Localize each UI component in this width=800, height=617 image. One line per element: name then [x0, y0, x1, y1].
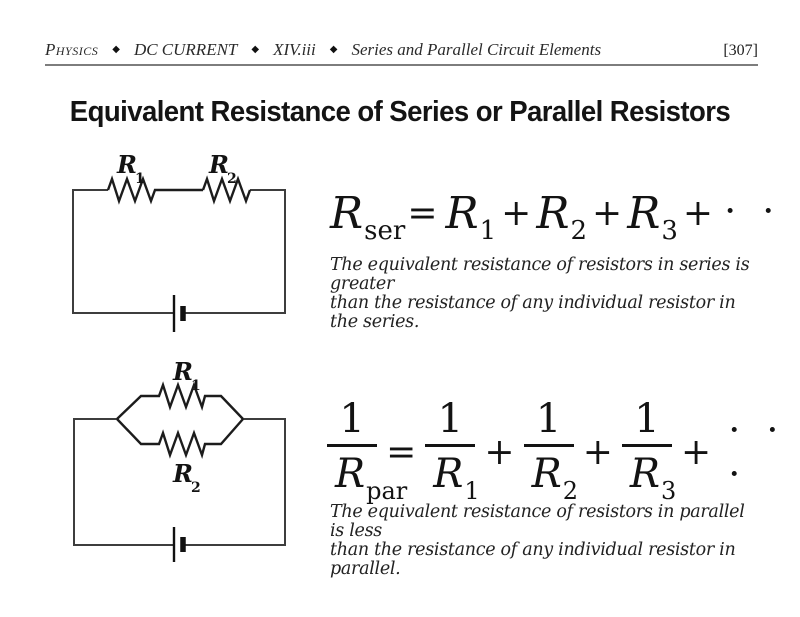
resistor-label-r2: R — [208, 150, 229, 179]
resistor-label-r1: R — [116, 150, 137, 179]
fraction-numerator: 1 — [437, 396, 464, 442]
ellipsis-dots: · · · — [728, 408, 786, 496]
equation-term-subscript: 1 — [479, 216, 497, 246]
denominator-subscript: 3 — [661, 477, 677, 505]
resistor-label-r1-subscript: 1 — [135, 171, 145, 187]
resistor-label-r1: R — [172, 357, 193, 386]
parallel-branch-top — [116, 381, 244, 420]
plus-sign: + — [484, 431, 515, 473]
equation-lhs: R — [330, 188, 364, 239]
fraction-denominator: Rpar — [327, 444, 408, 505]
fraction-denominator: R2 — [523, 444, 578, 505]
fraction-term: 1 R1 — [425, 396, 480, 505]
parallel-branch-bottom — [116, 418, 244, 459]
denominator-base: R — [531, 451, 562, 497]
resistor-r2 — [201, 175, 252, 205]
circuit-wire — [72, 189, 286, 314]
page-header: Physics ◆ DC CURRENT ◆ XIV.iii ◆ Series … — [45, 40, 758, 60]
equals-sign: = — [386, 431, 417, 473]
resistor-label-r2-subscript: 2 — [227, 171, 237, 187]
fraction-term: 1 R2 — [523, 396, 578, 505]
equation-term: R — [536, 188, 570, 239]
caption-line: than the resistance of any individual re… — [330, 540, 736, 579]
caption-line: The equivalent resistance of resistors i… — [330, 255, 750, 294]
fraction-denominator: R1 — [425, 444, 480, 505]
fraction-numerator: 1 — [535, 396, 562, 442]
plus-sign: + — [592, 193, 623, 234]
unit-name: DC CURRENT — [133, 40, 238, 59]
denominator-subscript: 2 — [562, 477, 578, 505]
page-number: [307] — [723, 42, 758, 59]
page-title: Equivalent Resistance of Series or Paral… — [69, 96, 731, 128]
diamond-separator-icon: ◆ — [112, 44, 120, 55]
section-number: XIV.iii — [273, 40, 316, 59]
fraction-lhs: 1 Rpar — [327, 396, 408, 505]
plus-sign: + — [501, 193, 532, 234]
parallel-equation: 1 Rpar = 1 R1 + 1 R2 + 1 R3 + · · · — [327, 399, 800, 505]
equation-term-subscript: 3 — [661, 216, 678, 246]
equation-term: R — [445, 188, 479, 239]
denominator-subscript: 1 — [464, 477, 480, 505]
header-divider — [45, 64, 758, 66]
fraction-denominator: R3 — [621, 444, 677, 505]
denominator-base: R — [629, 451, 661, 497]
series-equation: Rser=R1+R2+R3+· · · — [330, 188, 800, 246]
equation-term-subscript: 2 — [570, 216, 588, 246]
parallel-circuit-diagram: R 1 R 2 — [73, 357, 286, 562]
fraction-numerator: 1 — [339, 396, 365, 442]
resistor-label-r1-subscript: 1 — [191, 378, 201, 394]
series-circuit-diagram: R 1 R 2 — [72, 150, 286, 332]
ellipsis-dots: · · · — [724, 189, 800, 233]
resistor-label-r2-subscript: 2 — [191, 480, 201, 496]
resistor-label-r2: R — [172, 459, 193, 488]
plus-sign: + — [582, 431, 613, 473]
plus-sign: + — [682, 193, 714, 234]
diamond-separator-icon: ◆ — [251, 44, 260, 55]
parallel-caption: The equivalent resistance of resistors i… — [330, 503, 760, 579]
plus-sign: + — [681, 431, 712, 473]
caption-line: than the resistance of any individual re… — [330, 293, 736, 332]
breadcrumb: Physics ◆ DC CURRENT ◆ XIV.iii ◆ Series … — [45, 40, 601, 60]
series-caption: The equivalent resistance of resistors i… — [330, 256, 760, 332]
resistor-r1 — [106, 175, 203, 205]
circuit-wire — [73, 418, 286, 546]
equals-sign: = — [407, 193, 438, 234]
equation-term: R — [627, 188, 661, 239]
topic-name: Series and Parallel Circuit Elements — [351, 40, 602, 59]
course-name: Physics — [45, 40, 99, 59]
denominator-subscript: par — [366, 477, 408, 505]
caption-line: The equivalent resistance of resistors i… — [330, 502, 745, 541]
fraction-numerator: 1 — [634, 396, 660, 442]
equation-lhs-subscript: ser — [364, 216, 406, 246]
denominator-base: R — [335, 451, 366, 497]
diamond-separator-icon: ◆ — [329, 44, 338, 55]
fraction-term: 1 R3 — [621, 396, 677, 505]
denominator-base: R — [433, 451, 464, 497]
